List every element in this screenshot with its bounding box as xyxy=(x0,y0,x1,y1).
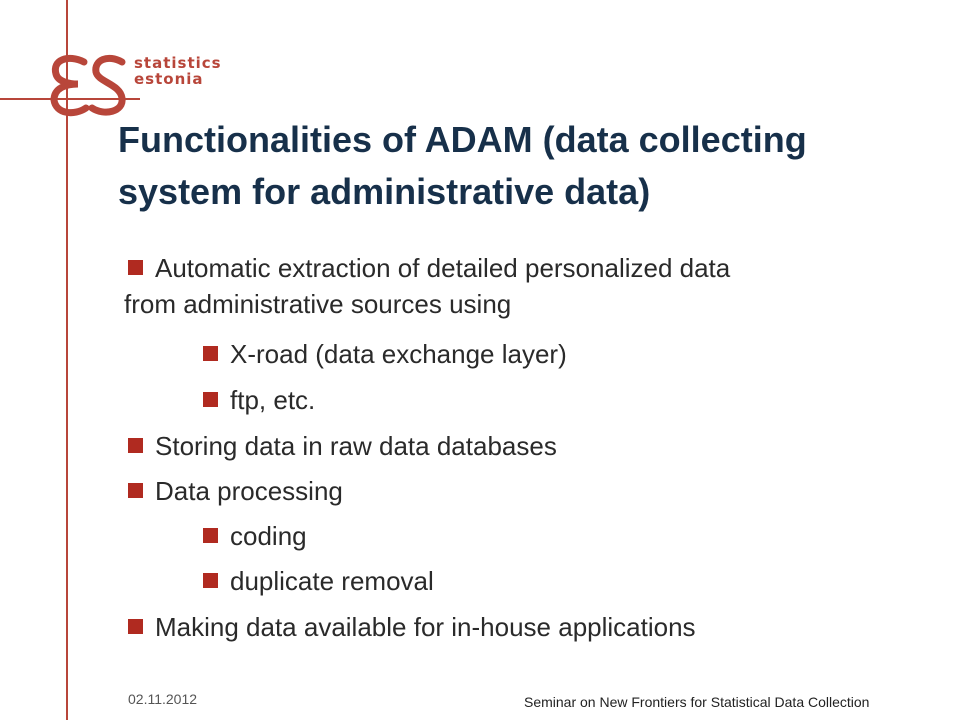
square-bullet-icon xyxy=(128,438,143,453)
bullet-text: from administrative sources using xyxy=(124,289,512,319)
slide-title-line-1: Functionalities of ADAM (data collecting xyxy=(118,119,807,160)
slide-title-line-2: system for administrative data) xyxy=(118,171,651,212)
bullet-text: Data processing xyxy=(155,476,343,506)
logo-word-statistics: statistics xyxy=(134,54,222,72)
sub-bullet-item: coding xyxy=(203,518,307,554)
square-bullet-icon xyxy=(128,483,143,498)
bullet-item: Automatic extraction of detailed persona… xyxy=(124,250,948,322)
logo-word-estonia: estonia xyxy=(134,70,204,88)
es-logo-mark xyxy=(50,54,126,117)
square-bullet-icon xyxy=(203,528,218,543)
bullet-text: X-road (data exchange layer) xyxy=(230,339,567,369)
bullet-text: duplicate removal xyxy=(230,566,434,596)
bullet-item: Making data available for in-house appli… xyxy=(128,609,696,645)
bullet-text: ftp, etc. xyxy=(230,385,316,415)
sub-bullet-item: X-road (data exchange layer) xyxy=(203,336,567,372)
horizontal-accent-line xyxy=(0,98,140,100)
square-bullet-icon xyxy=(203,573,218,588)
footer-date: 02.11.2012 xyxy=(128,691,198,707)
bullet-text: Making data available for in-house appli… xyxy=(155,612,696,642)
slide-title: Functionalities of ADAM (data collecting… xyxy=(118,114,948,218)
bullet-item: Storing data in raw data databases xyxy=(128,428,557,464)
bullet-text: Storing data in raw data databases xyxy=(155,431,557,461)
bullet-text: Automatic extraction of detailed persona… xyxy=(155,253,731,283)
vertical-accent-line xyxy=(66,0,68,720)
footer-text: Seminar on New Frontiers for Statistical… xyxy=(524,694,870,710)
sub-bullet-item: ftp, etc. xyxy=(203,382,315,418)
square-bullet-icon xyxy=(128,619,143,634)
square-bullet-icon xyxy=(128,260,143,275)
bullet-text: coding xyxy=(230,521,307,551)
sub-bullet-item: duplicate removal xyxy=(203,563,434,599)
statistics-estonia-logo: statistics estonia xyxy=(48,50,238,120)
bullet-item: Data processing xyxy=(128,473,343,509)
square-bullet-icon xyxy=(203,346,218,361)
square-bullet-icon xyxy=(203,392,218,407)
